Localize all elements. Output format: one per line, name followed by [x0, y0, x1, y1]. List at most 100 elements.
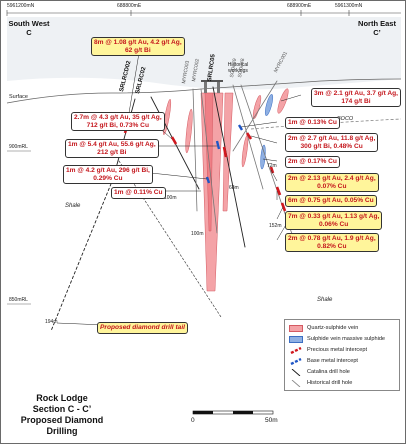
- pm-mark-5: [269, 166, 275, 174]
- grid-label-4: 5961300mN: [335, 3, 363, 9]
- title-line3: Proposed Diamond Drilling: [20, 415, 104, 436]
- intercept-box-e: 1m @ 0.11% Cu: [111, 187, 166, 199]
- title-line1: Rock Lodge: [36, 393, 88, 403]
- legend-row-base: Base metal intercept: [289, 358, 399, 366]
- intercept-box-c: 1m @ 5.4 g/t Au, 55.6 g/t Ag, 212 g/t Bi: [65, 139, 159, 159]
- vein-lens-5: [241, 134, 249, 168]
- intercept-f-line1: 3m @ 2.1 g/t Au, 3.7 g/t Ag,: [314, 90, 398, 97]
- intercept-a-line1: 8m @ 1.08 g/t Au, 4.2 g/t Ag,: [94, 39, 182, 46]
- intercept-b-line2: 712 g/t Bi, 0.73% Cu: [86, 121, 149, 129]
- scale-end: 50m: [265, 417, 278, 424]
- proposed-tail-text: Proposed diamond drill tail: [100, 324, 185, 331]
- intercept-h-line1: 2m @ 2.7 g/t Au, 11.8 g/t Ag,: [288, 135, 376, 142]
- intercept-box-a: 8m @ 1.08 g/t Au, 4.2 g/t Ag, 62 g/t Bi: [91, 37, 185, 57]
- intercept-c-line2: 212 g/t Bi: [97, 148, 127, 156]
- depth-72m: 72m: [267, 163, 277, 169]
- legend-label-historical: Historical drill hole: [307, 380, 353, 386]
- intercept-d-line2: 0.29% Cu: [93, 174, 123, 182]
- legend-label-sulphide: Sulphide vein massive sulphide: [307, 336, 386, 342]
- hole-sgd048: [240, 84, 294, 238]
- pm-mark-2: [170, 136, 178, 145]
- direction-northeast-name: North East: [358, 19, 396, 28]
- pink-box-icon: [289, 325, 303, 332]
- depth-100m-a: 100m: [164, 195, 177, 201]
- intercept-k-line1: 6m @ 0.75 g/t Au, 0.05% Cu: [288, 197, 374, 204]
- depth-194m: 194m: [45, 319, 58, 325]
- grey-line-icon: [291, 380, 301, 387]
- intercept-l-line2: 0.06% Cu: [319, 220, 349, 228]
- direction-northeast-code: C’: [373, 28, 381, 37]
- hole-myrc001: [232, 80, 278, 152]
- air-band: [7, 17, 401, 90]
- bm-mark-1: [215, 140, 221, 150]
- intercept-g-line1: 1m @ 0.13% Cu: [288, 119, 337, 126]
- intercept-f-line2: 174 g/t Bi: [341, 97, 371, 105]
- sulphide-lens-2: [260, 144, 266, 170]
- intercept-box-l: 7m @ 0.33 g/t Au, 1.13 g/t Ag, 0.06% Cu: [285, 211, 383, 231]
- pm-mark-3: [222, 146, 228, 158]
- intercept-box-k: 6m @ 0.75 g/t Au, 0.05% Cu: [285, 195, 377, 207]
- legend-label-catalina: Catalina drill hole: [307, 369, 350, 375]
- intercept-i-line1: 2m @ 0.17% Cu: [288, 158, 337, 165]
- vein-lens-2: [185, 108, 193, 154]
- depth-68m: 68m: [229, 185, 239, 191]
- hole-srlrc05: [212, 86, 246, 248]
- intercept-box-h: 2m @ 2.7 g/t Au, 11.8 g/t Ag, 300 g/t Bi…: [285, 133, 379, 153]
- boco-label: BOCO: [337, 116, 354, 122]
- pm-mark-7: [280, 202, 287, 212]
- sulphide-veins: [260, 94, 274, 170]
- shale-label-1: Shale: [65, 203, 81, 209]
- intercept-b-line1: 2.7m @ 4.3 g/t Au, 35 g/t Ag,: [74, 114, 162, 121]
- proposed-tail-label: Proposed diamond drill tail: [97, 322, 188, 334]
- historical-workings: [201, 80, 223, 93]
- legend-row-sulphide: Sulphide vein massive sulphide: [289, 336, 399, 344]
- scale-start: 0: [191, 417, 195, 424]
- bm-mark-3: [205, 176, 211, 184]
- title-line2: Section C - C’: [32, 404, 92, 414]
- intercept-j-line2: 0.07% Cu: [317, 182, 347, 190]
- intercept-m-line2: 0.82% Cu: [317, 242, 347, 250]
- intercept-box-m: 2m @ 0.78 g/t Au, 1.9 g/t Ag, 0.82% Cu: [285, 233, 379, 253]
- intercept-e-line1: 1m @ 0.11% Cu: [114, 189, 163, 196]
- grid-label-1: 5961200mN: [7, 3, 35, 9]
- leader-lines: [56, 52, 302, 329]
- direction-southwest: South West C: [7, 19, 51, 37]
- direction-northeast: North East C’: [353, 19, 401, 37]
- intercept-h-line2: 300 g/t Bi, 0.48% Cu: [300, 142, 363, 150]
- direction-southwest-code: C: [26, 28, 32, 37]
- red-dash-icon: [290, 347, 302, 354]
- legend-row-historical: Historical drill hole: [289, 380, 399, 388]
- pm-mark-6: [275, 186, 282, 196]
- vein-lens-4: [277, 88, 289, 114]
- intercept-box-d: 1m @ 4.2 g/t Au, 296 g/t Bi, 0.29% Cu: [63, 165, 153, 185]
- legend: Quartz-sulphide vein Sulphide vein massi…: [284, 319, 400, 391]
- legend-label-base: Base metal intercept: [307, 358, 358, 364]
- grid-label-3: 688900mE: [287, 3, 312, 9]
- black-line-icon: [291, 369, 301, 376]
- blue-dash-icon: [290, 358, 302, 365]
- base-intercepts: [205, 124, 244, 184]
- top-grid-ruler: [6, 10, 401, 16]
- rl-label-900: 900mRL: [9, 144, 28, 150]
- surface-label: Surface: [9, 94, 28, 100]
- intercept-m-line1: 2m @ 0.78 g/t Au, 1.9 g/t Ag,: [288, 235, 376, 242]
- vein-secondary: [222, 92, 234, 212]
- intercept-a-line2: 62 g/t Bi: [125, 46, 151, 54]
- direction-southwest-name: South West: [8, 19, 50, 28]
- intercept-l-line1: 7m @ 0.33 g/t Au, 1.13 g/t Ag,: [288, 213, 380, 220]
- scale-bar: [192, 410, 274, 415]
- pm-mark-4: [245, 132, 253, 140]
- hole-srlrcd02-tail: [50, 178, 114, 332]
- legend-row-vein: Quartz-sulphide vein: [289, 325, 399, 333]
- vein-lens-3: [252, 95, 262, 119]
- historical-workings-label: Historical workings: [227, 62, 249, 74]
- depth-152m: 152m: [269, 223, 282, 229]
- legend-label-precious: Precious metal intercept: [307, 347, 368, 353]
- figure-title: Rock Lodge Section C - C’ Proposed Diamo…: [7, 393, 117, 437]
- shale-label-2: Shale: [317, 297, 333, 303]
- sulphide-lens-1: [264, 94, 274, 116]
- quartz-sulphide-veins: [162, 88, 289, 292]
- intercept-box-i: 2m @ 0.17% Cu: [285, 156, 340, 168]
